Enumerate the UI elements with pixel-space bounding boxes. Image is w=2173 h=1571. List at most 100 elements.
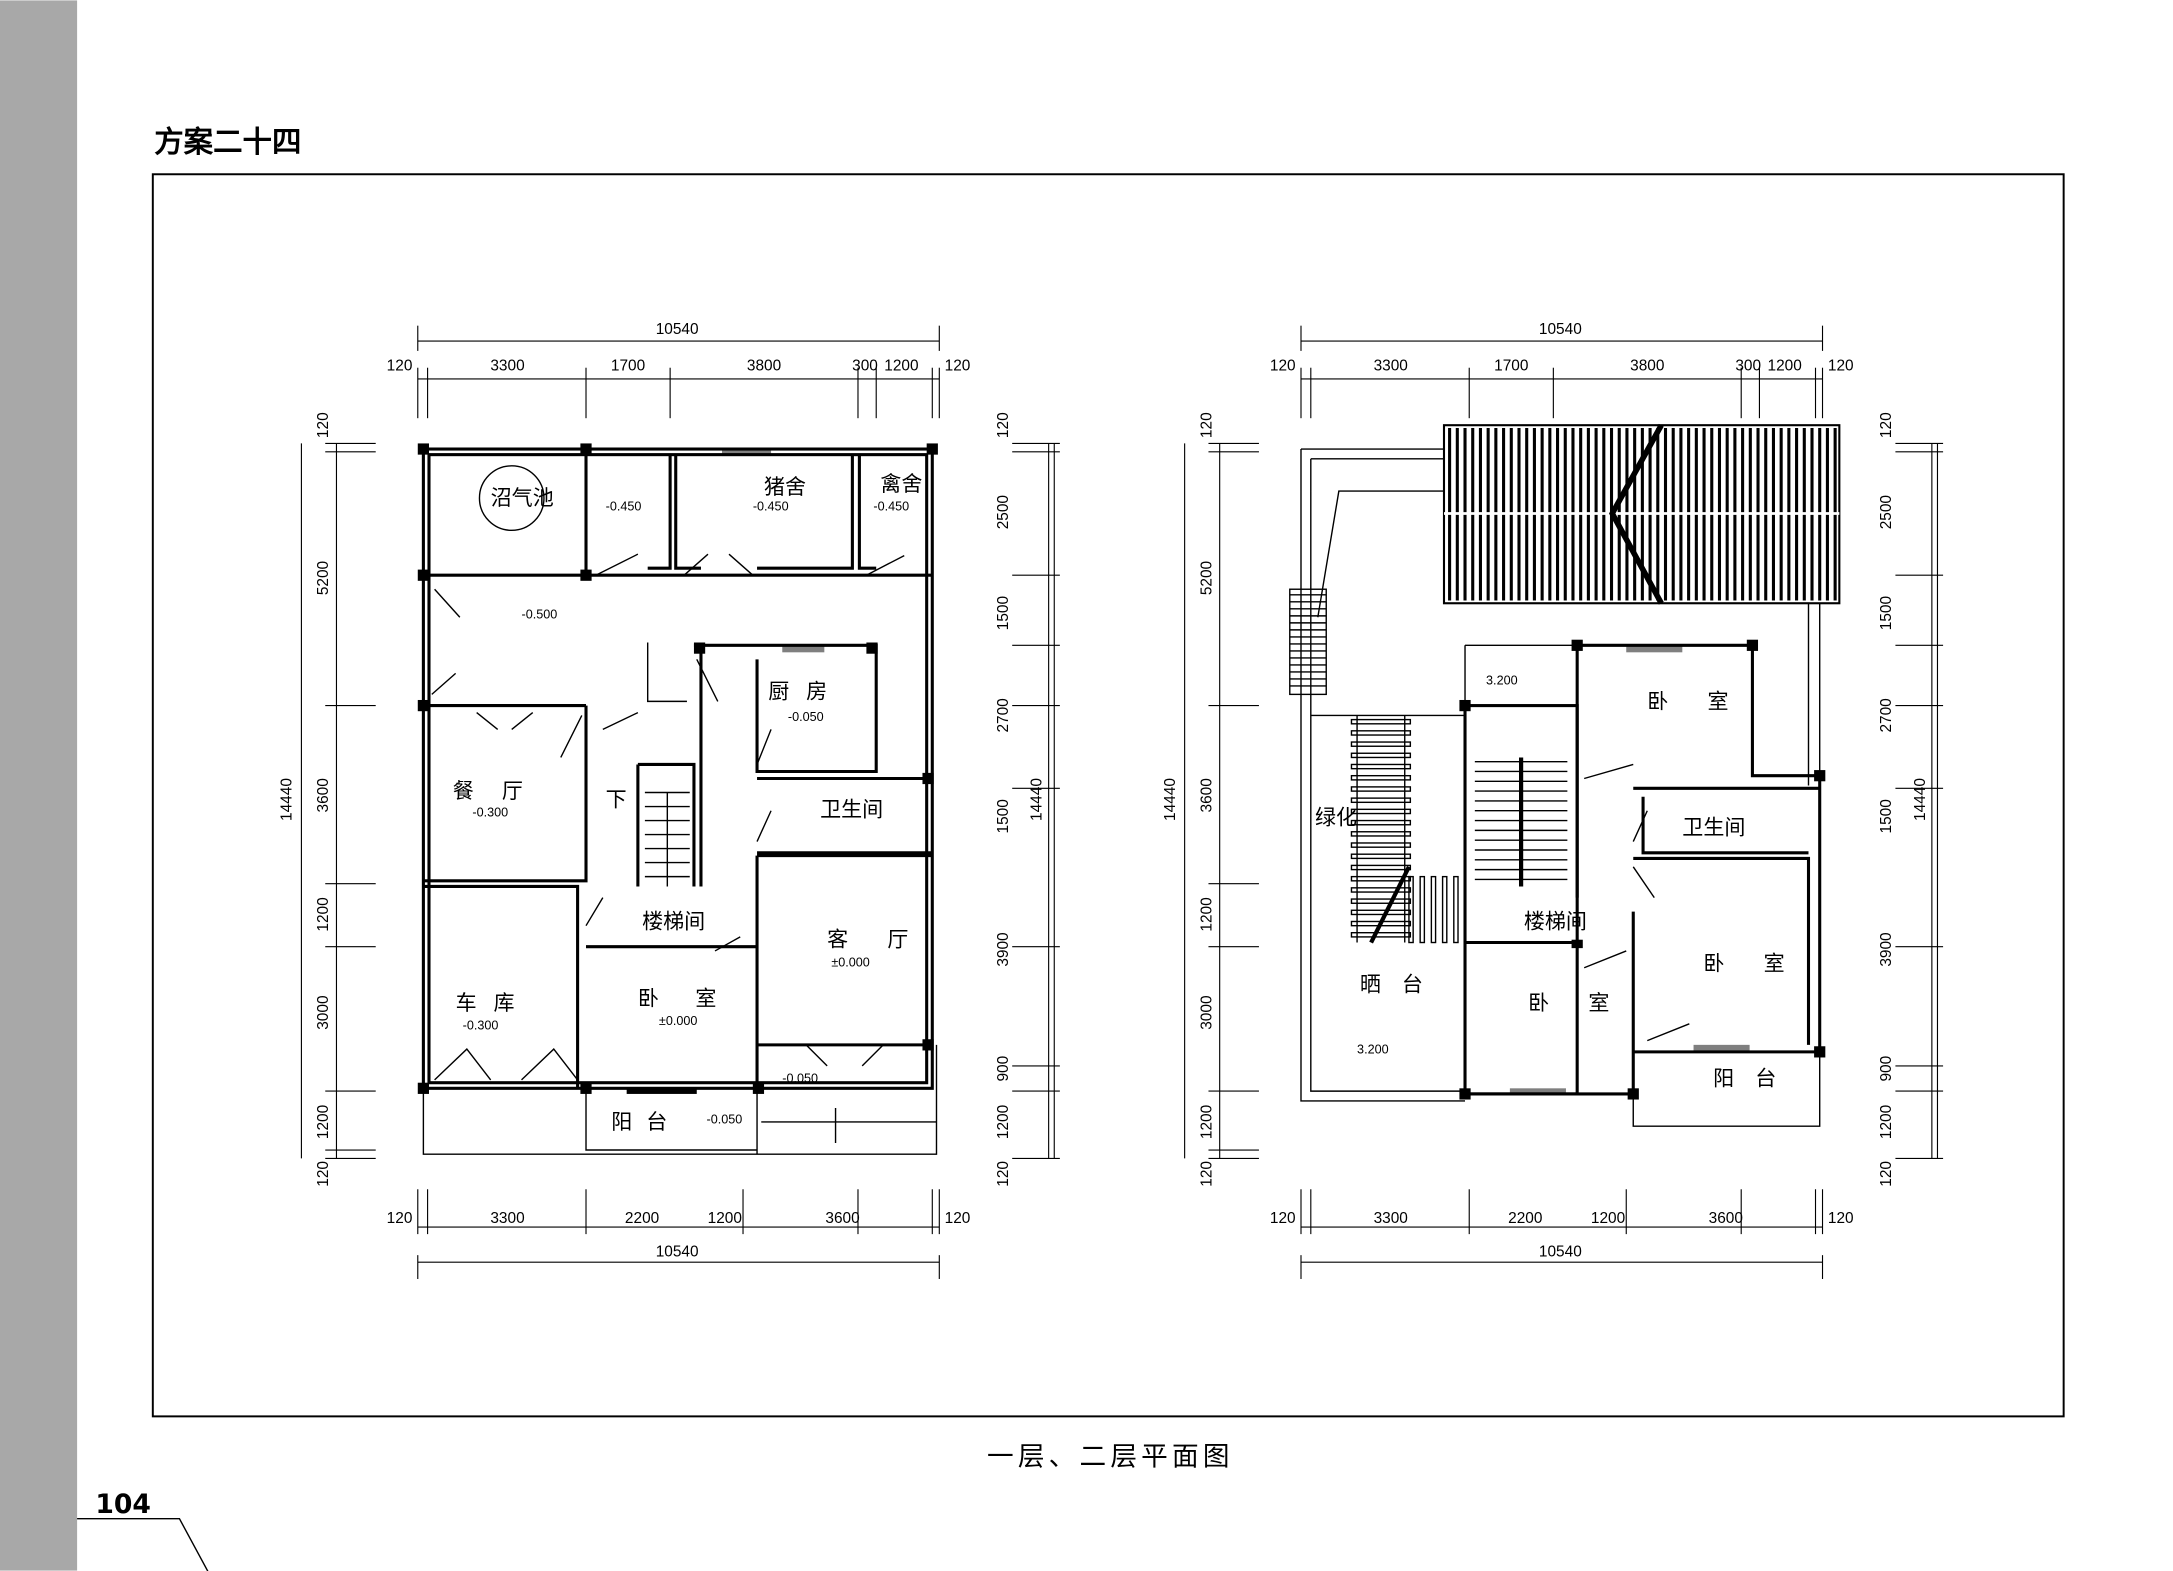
dimension-label: 120 — [995, 412, 1012, 438]
dimension-label: 1700 — [611, 358, 645, 375]
elev-porch: -0.050 — [782, 1072, 818, 1086]
pergola-slat — [1350, 853, 1412, 860]
dimension-label: 120 — [387, 1210, 413, 1227]
room-label-stair-2: 楼梯间 — [1524, 908, 1587, 933]
pergola-slat — [1350, 797, 1412, 804]
pergola-slat — [1350, 819, 1412, 826]
dimension-label: 2200 — [1508, 1210, 1542, 1227]
dimension-label: 900 — [1878, 1056, 1895, 1082]
dimension-label: 3300 — [490, 1210, 524, 1227]
dimension-label: 1500 — [1878, 799, 1895, 833]
dimension-label: 120 — [1270, 1210, 1296, 1227]
dimension-label: 1500 — [995, 596, 1012, 630]
pergola-slat — [1350, 887, 1412, 893]
page-side-bar — [0, 0, 78, 1571]
dimension-label: 1200 — [1878, 1105, 1895, 1139]
elev-shed: -0.450 — [606, 500, 642, 514]
pergola-slat — [1350, 774, 1412, 781]
dimension-label: 2700 — [995, 698, 1012, 732]
dimension-label: 10540 — [656, 1244, 699, 1261]
pergola-slat — [1350, 864, 1412, 871]
floor2-plan: 卧室 卫生间 绿化 楼梯间 卧室 晒台 卧室 阳台 3.200 3.200 — [1289, 423, 1841, 1127]
elev-landing: 3.200 — [1486, 674, 1518, 688]
dimension-label: 120 — [387, 358, 413, 375]
room-label-bedroom-right: 卧室 — [1703, 951, 1824, 976]
dimension-label: 1200 — [1198, 1105, 1215, 1139]
dimension-label: 10540 — [1539, 1244, 1582, 1261]
window — [626, 1088, 697, 1094]
elev-bedroom: ±0.000 — [659, 1014, 697, 1028]
pergola-slat — [1350, 831, 1412, 837]
room-label-balcony: 阳台 — [611, 1109, 681, 1134]
dimension-label: 1200 — [995, 1105, 1012, 1139]
outdoor-stair-frame — [1289, 588, 1327, 696]
pergola-slat — [1350, 752, 1412, 759]
dimension-label: 120 — [1198, 412, 1215, 438]
dimension-label: 1200 — [1591, 1210, 1625, 1227]
dimension-label: 300 — [852, 358, 878, 375]
pergola-slat — [1350, 842, 1412, 848]
dimension-label: 3000 — [315, 995, 332, 1029]
dimension-label: 1200 — [884, 358, 918, 375]
window — [1509, 1088, 1566, 1096]
room-label-drying-terrace: 晒台 — [1360, 972, 1444, 997]
dimension-label: 120 — [945, 358, 971, 375]
stair-treads — [1474, 757, 1568, 887]
pergola-slat — [1408, 875, 1414, 944]
dimension-label: 1200 — [315, 1105, 332, 1139]
room-label-pigsty: 猪舍 — [764, 474, 806, 499]
pergola-slat — [1350, 898, 1412, 904]
dimension-label: 120 — [1198, 1161, 1215, 1187]
pergola-slat — [1350, 932, 1412, 938]
dimension-label: 3000 — [1198, 995, 1215, 1029]
room-label-bathroom: 卫生间 — [820, 796, 883, 821]
pergola-diagonal — [1369, 865, 1411, 944]
dimension-label: 2500 — [995, 495, 1012, 529]
room-label-garage: 车库 — [456, 990, 532, 1015]
pergola-slat — [1350, 730, 1412, 736]
dimension-label: 5200 — [315, 561, 332, 595]
dimension-label: 1200 — [1198, 897, 1215, 931]
room-label-bedroom: 卧室 — [638, 986, 753, 1011]
dimension-label: 120 — [1828, 1210, 1854, 1227]
room-label-bedroom-top: 卧室 — [1647, 688, 1768, 713]
elev-garage: -0.300 — [463, 1018, 499, 1032]
dimension-label: 3800 — [747, 358, 781, 375]
window — [1693, 1044, 1750, 1052]
drawing-caption: 一层、二层平面图 — [987, 1441, 1234, 1472]
pergola-slat — [1350, 718, 1412, 725]
dimension-label: 2700 — [1878, 698, 1895, 732]
pergola-slat — [1350, 909, 1412, 916]
room-label-poultry: 禽舍 — [880, 471, 922, 496]
room-label-balcony-2: 阳台 — [1713, 1066, 1797, 1091]
structural-columns — [417, 443, 938, 1094]
dimension-label: 120 — [1270, 358, 1296, 375]
room-label-greening: 绿化 — [1315, 805, 1357, 830]
dimension-label: 3900 — [1878, 932, 1895, 966]
dimension-label: 10540 — [656, 321, 699, 338]
pergola-slat — [1430, 875, 1437, 944]
elev-pigsty: -0.450 — [753, 500, 789, 514]
stair-treads — [644, 791, 690, 887]
elev-kitchen: -0.050 — [788, 710, 824, 724]
terrace-outline — [1300, 448, 1821, 1102]
dimension-label: 300 — [1735, 358, 1761, 375]
dimension-label: 3800 — [1630, 358, 1664, 375]
dimension-label: 14440 — [1912, 778, 1929, 821]
dimension-label: 10540 — [1539, 321, 1582, 338]
elev-balcony: -0.050 — [707, 1112, 743, 1126]
dimension-label: 2200 — [625, 1210, 659, 1227]
floor1-walls — [423, 449, 933, 1089]
pergola-slat — [1350, 875, 1412, 882]
elev-dining: -0.300 — [472, 805, 508, 819]
page-title: 方案二十四 — [154, 125, 301, 159]
dimension-label: 1500 — [995, 799, 1012, 833]
dimension-label: 3600 — [1709, 1210, 1743, 1227]
roof-tiles — [1442, 423, 1841, 605]
room-label-stair: 楼梯间 — [642, 908, 705, 933]
dimension-label: 3300 — [1374, 358, 1408, 375]
dimension-label: 120 — [945, 1210, 971, 1227]
